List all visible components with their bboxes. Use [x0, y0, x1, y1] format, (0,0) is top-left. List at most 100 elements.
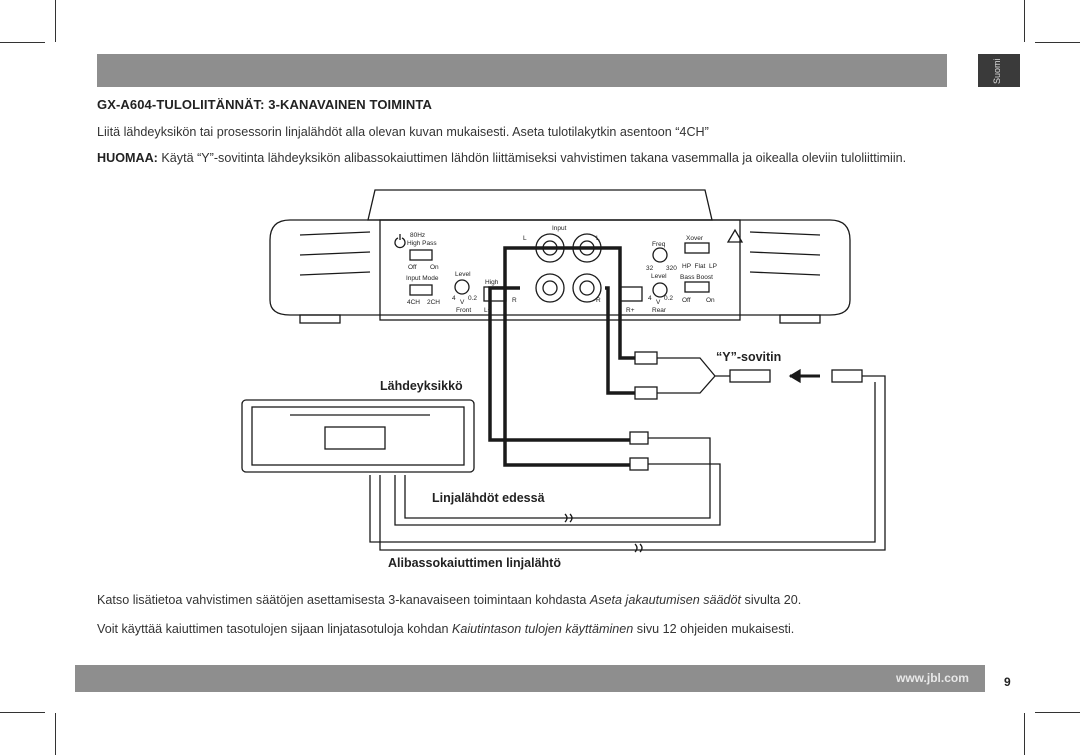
wiring-diagram: Input 80Hz High Pass Off On Input Mode 4…	[241, 189, 886, 553]
amp-4ch-label: 4CH	[407, 299, 420, 306]
amp-rplus-label: R+	[626, 307, 635, 314]
y-female-jack	[729, 369, 771, 383]
page-number: 9	[1004, 675, 1011, 689]
intro-paragraph: Liitä lähdeyksikön tai prosessorin linja…	[97, 125, 709, 139]
input-mode-switch	[409, 284, 433, 296]
crop-mark-bl-v	[55, 713, 56, 755]
amp-vv-right: V	[656, 299, 661, 306]
amp-on-label: On	[430, 264, 439, 271]
front-to-head-wire-b	[394, 463, 721, 526]
rca-rear-right	[572, 273, 602, 303]
body1-link-ref: Aseta jakautumisen säädöt	[589, 593, 742, 607]
amp-fin-right-3	[749, 271, 821, 276]
header-bar	[97, 54, 947, 87]
amp-l-top-label: L	[523, 235, 527, 242]
footer-bar	[75, 665, 985, 692]
source-unit	[241, 399, 475, 473]
y-plug-upper	[634, 351, 658, 365]
amp-l-top-right-label: L	[596, 235, 600, 242]
amp-vv-left: V	[460, 299, 465, 306]
amp-32-label: 32	[646, 265, 654, 272]
crop-mark-tl-v	[55, 0, 56, 42]
crop-mark-tr-v	[1024, 0, 1025, 42]
y-adapter-label: “Y”-sovitin	[716, 350, 782, 364]
amp-xover-label: Xover	[686, 235, 704, 242]
amp-control-panel	[379, 219, 741, 321]
body1-before: Katso lisätietoa vahvistimen säätöjen as…	[97, 593, 590, 607]
note-paragraph: HUOMAA: Käytä “Y”-sovitinta lähdeyksikön…	[97, 151, 906, 165]
front-plug-lower	[629, 457, 649, 471]
amp-input-label: Input	[552, 225, 567, 232]
footer-url[interactable]: www.jbl.com	[896, 671, 969, 685]
section-heading: GX-A604-TULOLIITÄNNÄT: 3-KANAVAINEN TOIM…	[97, 97, 432, 112]
amp-shell	[269, 219, 851, 316]
xover-switch	[684, 242, 710, 254]
amp-high-pass-label: High Pass	[407, 240, 437, 247]
amp-fin-left-1	[299, 231, 371, 236]
y-adapter-right-cable	[605, 286, 635, 395]
body-paragraph-1: Katso lisätietoa vahvistimen säätöjen as…	[97, 593, 801, 607]
language-tab: Suomi	[978, 54, 1020, 87]
amplifier	[269, 189, 851, 324]
level-knob-left	[454, 279, 470, 295]
break-mark-front	[564, 513, 573, 523]
break-mark-sub	[634, 543, 643, 553]
amp-off-label: Off	[408, 264, 417, 271]
amp-bass-boost-label: Bass Boost	[680, 274, 713, 281]
crop-mark-tr-h	[1035, 42, 1080, 43]
amp-level-left-label: Level	[455, 271, 471, 278]
amp-rear-label: Rear	[652, 307, 667, 314]
front-cable-2	[503, 246, 630, 467]
source-unit-label: Lähdeyksikkö	[380, 379, 463, 393]
body-paragraph-2: Voit käyttää kaiuttimen tasotulojen sija…	[97, 622, 794, 636]
y-plug-lower	[634, 386, 658, 400]
high-input-right	[619, 286, 643, 302]
sub-plug	[831, 369, 863, 383]
amp-fin-left-3	[299, 271, 371, 276]
amp-lplus-label: L+	[484, 307, 492, 314]
amp-fin-right-2	[749, 251, 821, 256]
crop-mark-tl-h	[0, 42, 45, 43]
high-pass-switch	[409, 249, 433, 261]
amp-v02-right: 0.2	[664, 295, 673, 302]
display-window	[324, 426, 386, 450]
body2-link-ref: Kaiutintason tulojen käyttäminen	[451, 622, 634, 636]
front-to-head-wire-a	[404, 437, 711, 519]
front-outputs-label: Linjalähdöt edessä	[432, 491, 545, 505]
amp-input-mode-label: Input Mode	[406, 275, 439, 282]
note-text: Käytä “Y”-sovitinta lähdeyksikön alibass…	[157, 151, 907, 165]
sub-output-wire	[379, 375, 886, 551]
amp-front-label: Front	[456, 307, 471, 314]
y-splitter	[657, 357, 730, 394]
rca-front-right	[535, 273, 565, 303]
level-knob-right	[652, 282, 668, 298]
crop-mark-bl-h	[0, 712, 45, 713]
amp-level-right-label: Level	[651, 273, 667, 280]
amp-r-bottom-left-label: R	[512, 297, 517, 304]
power-icon	[394, 234, 406, 249]
bass-boost-switch	[684, 281, 710, 293]
freq-knob	[652, 247, 668, 263]
amp-foot-right	[779, 314, 821, 324]
crop-mark-br-h	[1035, 712, 1080, 713]
amp-v4-left: 4	[452, 295, 456, 302]
body2-before: Voit käyttää kaiuttimen tasotulojen sija…	[97, 622, 452, 636]
amp-v4-right: 4	[648, 295, 652, 302]
y-adapter-left-cable	[520, 246, 635, 360]
sub-output-label: Alibassokaiuttimen linjalähtö	[388, 556, 561, 570]
warning-icon	[726, 228, 744, 243]
sub-output-wire-2	[369, 382, 876, 543]
amp-on-right-label: On	[706, 297, 715, 304]
amp-hp-flat-lp-label: HP Flat LP	[682, 263, 717, 270]
crop-mark-br-v	[1024, 713, 1025, 755]
amp-foot-left	[299, 314, 341, 324]
amp-top-ridge	[367, 189, 713, 221]
amp-high-left-label: High	[485, 279, 499, 286]
amp-v02-left: 0.2	[468, 295, 477, 302]
front-plug-upper	[629, 431, 649, 445]
body2-after: sivu 12 ohjeiden mukaisesti.	[633, 622, 795, 636]
amp-freq-label: Freq	[652, 241, 666, 248]
amp-80hz-label: 80Hz	[410, 232, 425, 239]
amp-fin-left-2	[299, 251, 371, 256]
amp-320-label: 320	[666, 265, 677, 272]
